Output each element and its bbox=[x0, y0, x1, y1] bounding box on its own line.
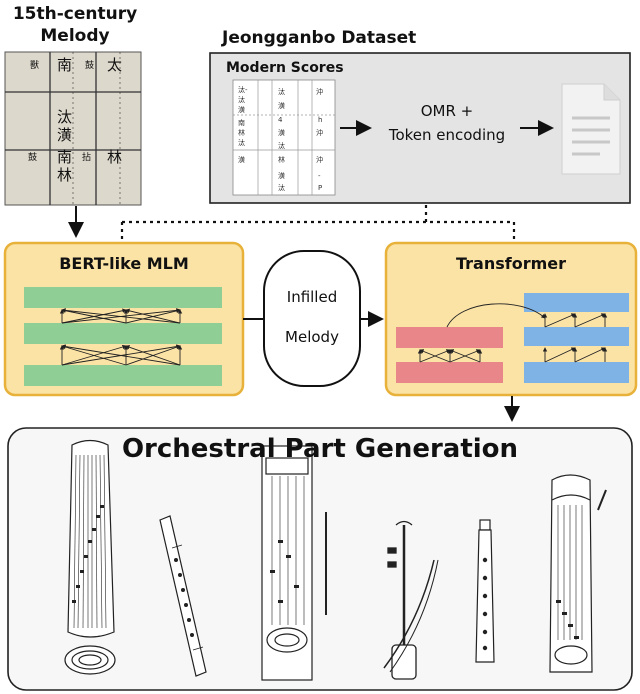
infilled-melody-box bbox=[263, 250, 361, 387]
svg-text:鼓: 鼓 bbox=[85, 59, 94, 71]
haegeum-icon bbox=[383, 520, 439, 680]
svg-text:潢: 潢 bbox=[238, 155, 245, 164]
svg-text:沖: 沖 bbox=[316, 155, 323, 164]
svg-text:林: 林 bbox=[238, 128, 245, 137]
svg-text:潢: 潢 bbox=[278, 171, 285, 180]
daegeum-icon bbox=[159, 515, 207, 677]
svg-text:林: 林 bbox=[57, 166, 72, 184]
svg-text:汰: 汰 bbox=[278, 141, 285, 150]
svg-text:南: 南 bbox=[57, 148, 72, 166]
geomungo-icon bbox=[261, 445, 327, 681]
dataset-connector bbox=[120, 205, 516, 242]
svg-text:汰: 汰 bbox=[278, 87, 285, 96]
svg-text:沖: 沖 bbox=[316, 87, 323, 96]
mlm-layers bbox=[24, 287, 222, 386]
svg-text:汰: 汰 bbox=[57, 108, 72, 126]
svg-text:潢: 潢 bbox=[238, 105, 245, 114]
modern-scores-label: Modern Scores bbox=[226, 60, 344, 76]
transformer-title: Transformer bbox=[455, 254, 566, 273]
dataset-title: Jeongganbo Dataset bbox=[222, 28, 417, 48]
svg-text:汰: 汰 bbox=[238, 95, 245, 104]
svg-text:林: 林 bbox=[107, 148, 122, 166]
svg-text:獸: 獸 bbox=[30, 59, 39, 71]
melody-title-line2: Melody bbox=[40, 26, 110, 46]
mlm-title: BERT-like MLM bbox=[59, 254, 189, 273]
omr-label-line2: Token encoding bbox=[388, 126, 506, 144]
svg-text:南: 南 bbox=[238, 118, 245, 127]
svg-text:汰: 汰 bbox=[278, 183, 285, 192]
transformer-encoder bbox=[396, 327, 503, 383]
omr-label-line1: OMR + bbox=[420, 102, 474, 120]
infilled-label-line1: Infilled bbox=[286, 288, 338, 306]
svg-text:h: h bbox=[318, 116, 322, 124]
svg-text:4: 4 bbox=[278, 116, 283, 124]
svg-text:拈: 拈 bbox=[82, 151, 91, 163]
svg-text:-: - bbox=[318, 172, 321, 180]
svg-text:鼓: 鼓 bbox=[28, 151, 37, 163]
infilled-label-line2: Melody bbox=[285, 328, 339, 346]
svg-text:汰: 汰 bbox=[238, 138, 245, 147]
svg-text:林: 林 bbox=[278, 155, 285, 164]
document-icon bbox=[561, 83, 621, 175]
svg-text:汰-: 汰- bbox=[238, 85, 248, 94]
old-score-image: 南 太 獸 鼓 汰 潢 南 林 林 鼓 拈 bbox=[4, 51, 142, 206]
svg-text:潢: 潢 bbox=[57, 126, 72, 144]
gayageum-icon bbox=[64, 439, 116, 675]
mlm-attention bbox=[59, 308, 183, 366]
svg-text:潢: 潢 bbox=[278, 128, 285, 137]
svg-text:南: 南 bbox=[57, 56, 72, 74]
generation-title: Orchestral Part Generation bbox=[121, 434, 519, 464]
transformer-decoder bbox=[524, 293, 629, 383]
svg-text:太: 太 bbox=[107, 56, 122, 74]
ajaeng-icon bbox=[549, 474, 607, 673]
svg-text:潢: 潢 bbox=[278, 101, 285, 110]
generation-box bbox=[7, 427, 633, 691]
piri-icon bbox=[475, 519, 495, 663]
modern-score-image: 汰-汰潢 南林汰 潢 汰潢4 潢汰林 潢汰 沖h沖 沖-P bbox=[232, 79, 336, 196]
melody-title-line1: 15th-century bbox=[12, 4, 138, 24]
svg-text:沖: 沖 bbox=[316, 128, 323, 137]
transformer-panel bbox=[384, 241, 638, 397]
svg-text:P: P bbox=[318, 184, 322, 192]
transformer-attention bbox=[417, 303, 608, 363]
